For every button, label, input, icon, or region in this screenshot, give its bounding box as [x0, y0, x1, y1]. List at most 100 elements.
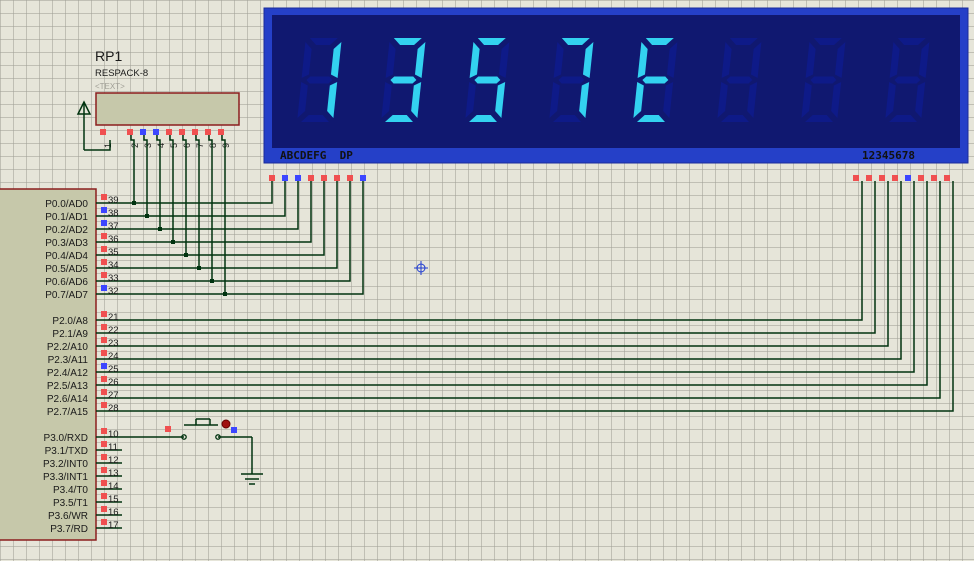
mcu-pin-number: 14	[108, 481, 119, 492]
mcu-pin-marker	[101, 389, 107, 395]
mcu-pin-marker	[101, 246, 107, 252]
wire	[208, 135, 213, 281]
rp1-pin-number: 9	[221, 143, 231, 148]
mcu-body[interactable]	[0, 188, 97, 541]
display-digit-pin	[892, 175, 898, 181]
wire	[122, 181, 954, 412]
segment-f-digit-6	[721, 42, 732, 78]
segment-b-digit-3	[498, 42, 510, 78]
push-button[interactable]	[165, 418, 237, 440]
mcu-pin-label: P3.2/INT0	[43, 459, 88, 470]
wire-junction	[171, 240, 175, 244]
mcu-pin-label: P3.7/RD	[50, 524, 88, 535]
mcu-pin-number: 35	[108, 247, 119, 258]
display-segment-label: ABCDEFG DP	[280, 149, 353, 162]
mcu-pin-marker	[101, 376, 107, 382]
segment-b-digit-2	[414, 42, 426, 78]
wire	[122, 181, 286, 217]
wire	[122, 181, 889, 347]
wire	[122, 181, 351, 282]
mcu-pin-marker	[101, 220, 107, 226]
mcu-pin-number: 12	[108, 455, 119, 466]
rp1-pin-number: 2	[130, 143, 140, 148]
mcu-pin-marker	[101, 402, 107, 408]
display-segment-pin	[295, 175, 301, 181]
mcu-pin-label: P0.6/AD6	[45, 277, 88, 288]
mcu-pin-number: 28	[108, 403, 119, 414]
mcu-pin-label: P0.3/AD3	[45, 238, 88, 249]
mcu-pin-marker	[101, 337, 107, 343]
display-digit-pin	[853, 175, 859, 181]
wire	[122, 181, 312, 243]
segment-c-digit-7	[831, 82, 842, 118]
mcu-pin-number: 10	[108, 429, 119, 440]
rp1-pin-marker	[100, 129, 106, 135]
wire-junction	[184, 253, 188, 257]
segment-g-digit-1	[306, 76, 333, 84]
display-digit-pin	[879, 175, 885, 181]
segment-f-digit-3	[469, 42, 480, 78]
mcu-pin-label: P0.7/AD7	[45, 290, 88, 301]
mcu-pin-marker	[101, 441, 107, 447]
mcu-pin-number: 27	[108, 390, 119, 401]
display-segment-pin	[334, 175, 340, 181]
mcu-pin-label: P3.5/T1	[53, 498, 88, 509]
display-digit-pin	[905, 175, 911, 181]
mcu-pin-marker	[101, 428, 107, 434]
segment-d-digit-4	[552, 115, 581, 122]
rp1-pin-marker	[140, 129, 146, 135]
segment-d-digit-8	[888, 115, 917, 122]
mcu-pin-marker	[101, 311, 107, 317]
mcu-pin-number: 25	[108, 364, 119, 375]
display-digit-pin	[918, 175, 924, 181]
segment-f-digit-5	[637, 42, 648, 78]
mcu-pin-marker	[101, 350, 107, 356]
display-digit-pin	[931, 175, 937, 181]
rp1-pin-number: 4	[156, 143, 166, 148]
mcu-pin-label: P2.0/A8	[52, 316, 88, 327]
vcc-terminal[interactable]	[76, 100, 111, 151]
segment-c-digit-8	[915, 82, 926, 118]
mcu-pin-number: 37	[108, 221, 119, 232]
mcu-pin-marker	[101, 233, 107, 239]
mcu-pin-marker	[101, 285, 107, 291]
segment-c-digit-3	[495, 82, 506, 118]
wire-junction	[132, 201, 136, 205]
display-pins	[269, 175, 950, 181]
display-digits	[297, 38, 930, 122]
segment-g-digit-4	[558, 76, 585, 84]
rp1-pin-number: 3	[143, 143, 153, 148]
segment-f-digit-8	[889, 42, 900, 78]
segment-e-digit-3	[465, 82, 476, 118]
rp1-pin-number: 1	[103, 143, 113, 148]
rp1-text-placeholder: <TEXT>	[95, 82, 125, 91]
segment-a-digit-8	[897, 38, 926, 45]
segment-c-digit-1	[327, 82, 338, 118]
wire	[122, 181, 915, 373]
segment-g-digit-7	[810, 76, 837, 84]
mcu-pin-number: 11	[108, 442, 118, 453]
segment-c-digit-4	[579, 82, 590, 118]
crosshair-cursor-icon	[414, 261, 428, 275]
wire-junction	[223, 292, 227, 296]
segment-f-digit-1	[301, 42, 312, 78]
rp1-part: RESPACK-8	[95, 68, 148, 79]
mcu-pin-number: 15	[108, 494, 119, 505]
segment-a-digit-5	[645, 38, 674, 45]
ground-symbol[interactable]	[241, 437, 263, 485]
rp1-pin-marker	[192, 129, 198, 135]
rp1-pin-number: 8	[208, 143, 218, 148]
mcu-pin-label: P2.1/A9	[52, 329, 88, 340]
wire-junction	[197, 266, 201, 270]
segment-d-digit-1	[300, 115, 329, 122]
wire	[122, 181, 928, 386]
segment-e-digit-6	[717, 82, 728, 118]
mcu-pin-number: 13	[108, 468, 119, 479]
rp1-body[interactable]	[95, 92, 240, 126]
segment-d-digit-7	[804, 115, 833, 122]
mcu-pin-label: P3.0/RXD	[44, 433, 88, 444]
segment-b-digit-7	[834, 42, 846, 78]
segment-b-digit-4	[582, 42, 594, 78]
mcu-pin-number: 22	[108, 325, 119, 336]
